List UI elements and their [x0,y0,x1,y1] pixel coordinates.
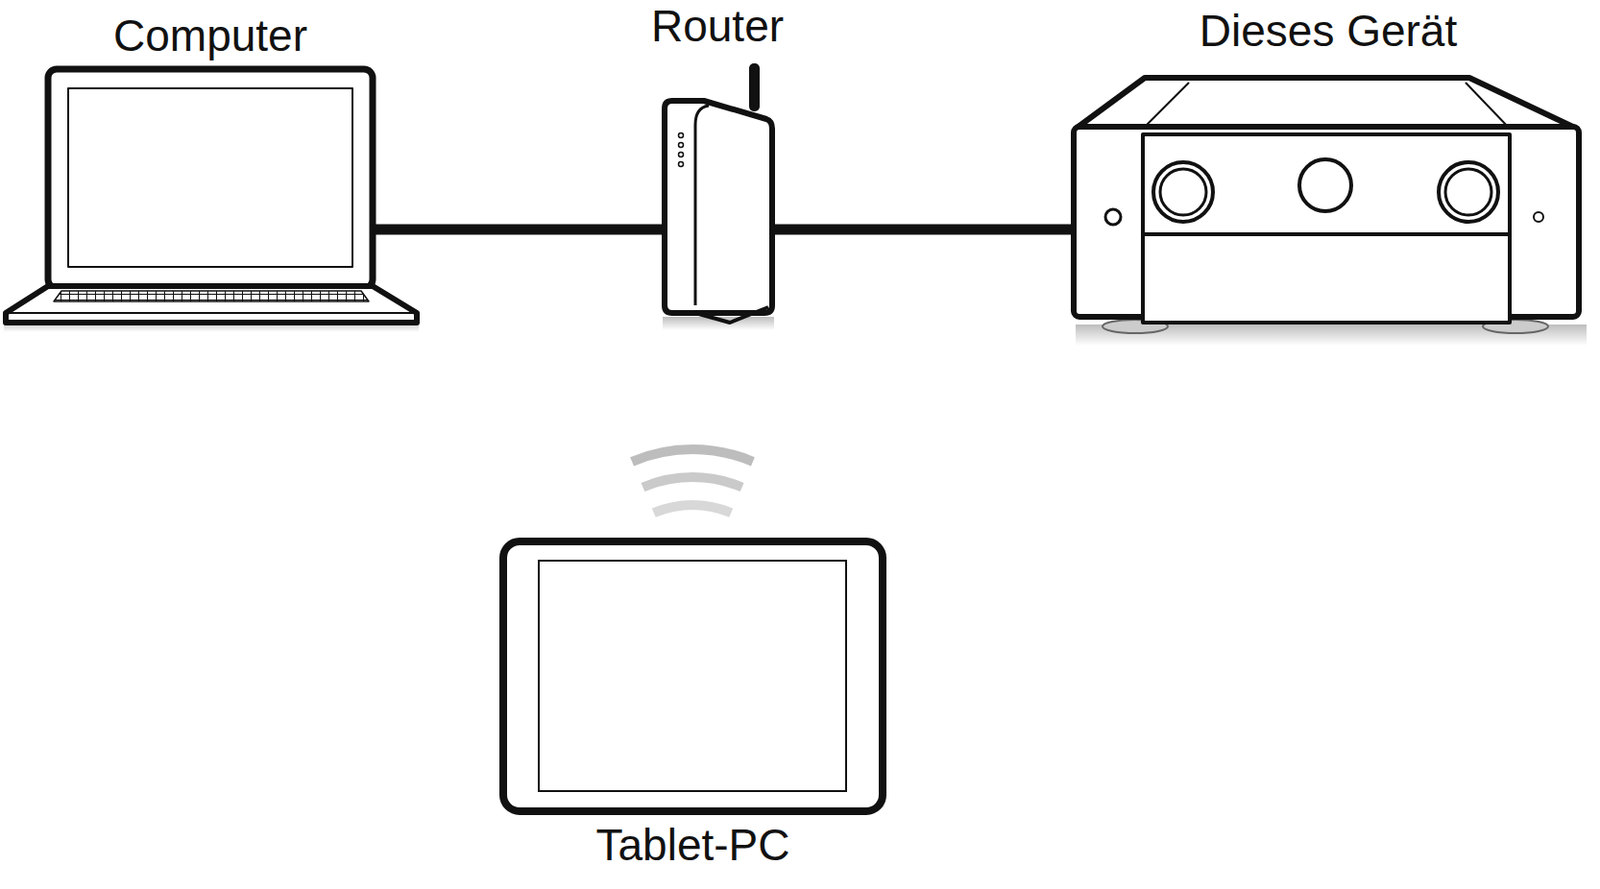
receiver-device: Dieses Gerät [1071,76,1585,327]
network-cable [372,224,663,236]
router-drawing [662,63,775,331]
wifi-arc [631,449,753,462]
router-device: Router [662,100,773,322]
device-label: Computer [113,11,308,61]
wifi-arc [642,477,742,487]
computer-device: Computer [48,69,373,323]
device-label: Dieses Gerät [1199,6,1457,56]
network-cable [772,224,1072,236]
wifi-arc [654,505,731,513]
device-label: Tablet-PC [596,821,791,871]
tablet-device: Tablet-PC [503,540,883,812]
tablet-drawing [503,541,883,812]
laptop-drawing [3,69,419,333]
receiver-drawing [1073,77,1587,346]
device-label: Router [651,1,784,51]
wifi-symbol [631,449,753,513]
